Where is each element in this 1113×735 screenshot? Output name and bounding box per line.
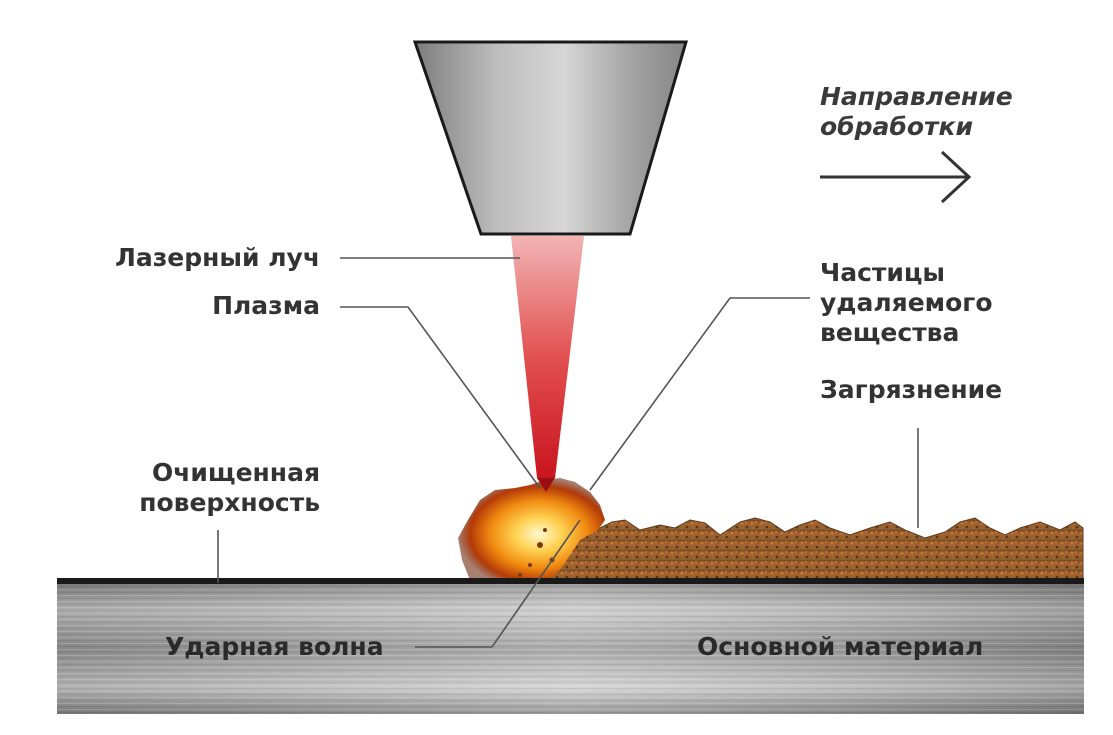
contamination-layer: [547, 517, 1084, 581]
cleaned-surface-label-line2: поверхность: [139, 488, 320, 517]
laser-beam: [511, 236, 584, 478]
surface-line: [57, 578, 1084, 584]
direction-label-line1: Направление: [820, 82, 1013, 111]
laser-nozzle: [412, 40, 688, 236]
particles-label-line2: удаляемого: [820, 288, 993, 317]
leader-shock-wave: [415, 519, 581, 648]
plasma-label: Плазма: [212, 291, 320, 320]
particles-label-line1: Частицы: [820, 258, 946, 287]
leader-particles: [589, 297, 810, 491]
direction-label-line2: обработки: [820, 112, 974, 141]
particles-label-line3: вещества: [820, 318, 960, 347]
particles-label: Частицы удаляемого вещества: [820, 258, 993, 348]
cleaned-surface-label-line1: Очищенная: [152, 458, 320, 487]
plasma-burst: [458, 478, 605, 580]
contamination-label: Загрязнение: [820, 375, 1003, 404]
arrow-right-icon: [820, 150, 972, 204]
leader-plasma: [340, 306, 541, 489]
laser-beam-label: Лазерный луч: [115, 243, 320, 272]
direction-label: Направление обработки: [820, 82, 1013, 142]
base-material-label: Основной материал: [697, 632, 984, 661]
cleaned-surface-label: Очищенная поверхность: [139, 458, 320, 518]
shock-wave-label: Ударная волна: [165, 632, 384, 661]
